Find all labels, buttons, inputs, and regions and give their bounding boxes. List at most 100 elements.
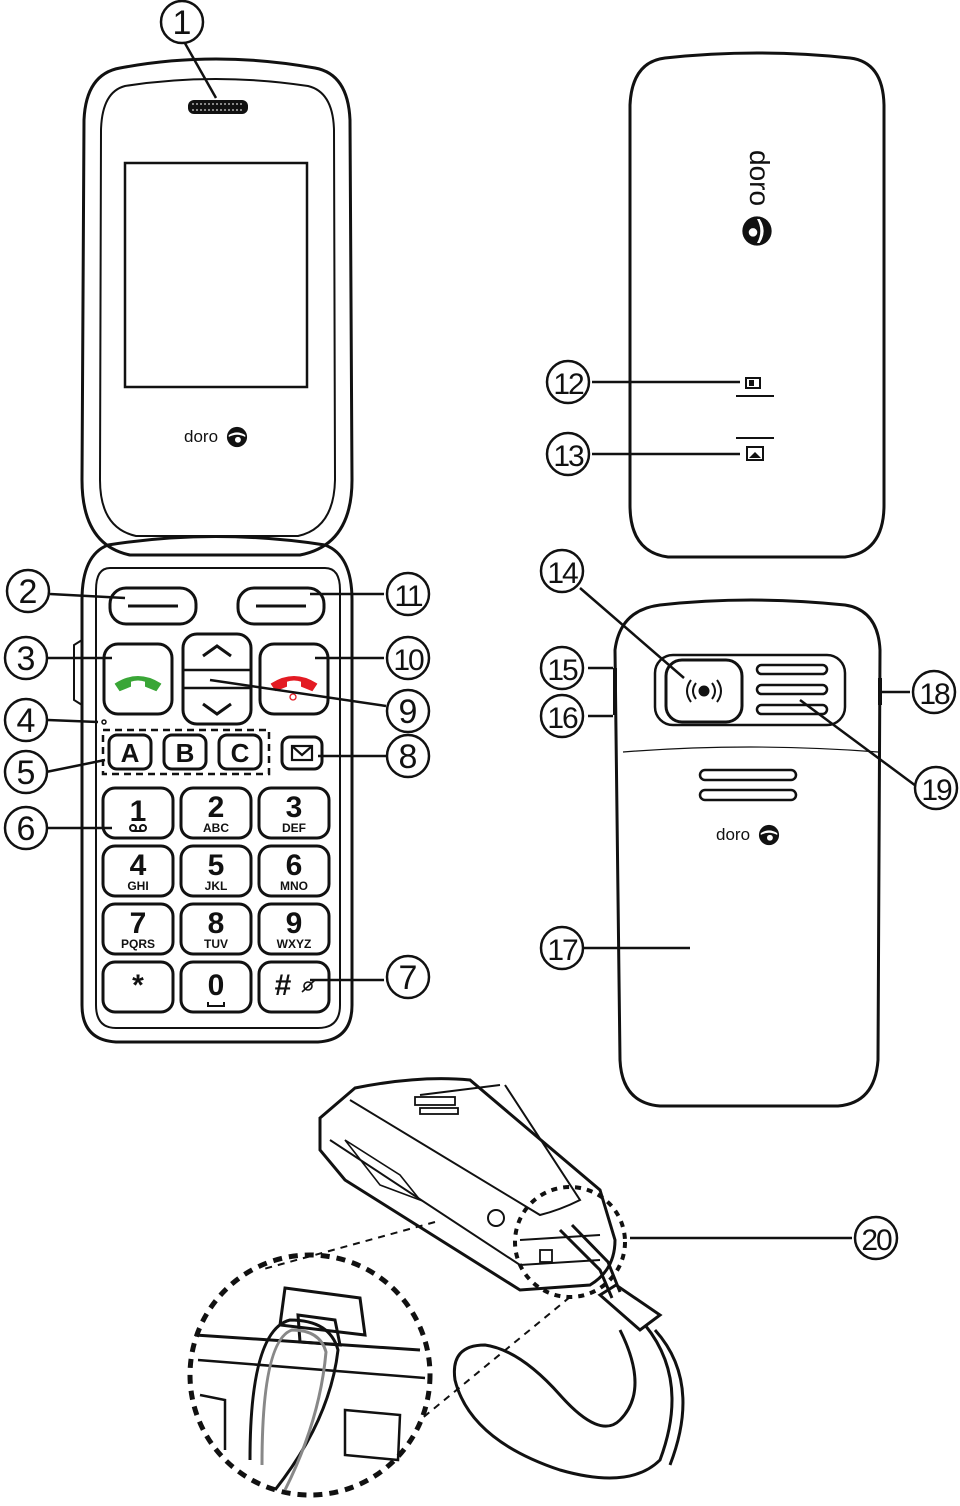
keypad-key-star[interactable]: *: [101, 960, 175, 1014]
closed-phone-front: doro: [628, 51, 886, 559]
callout-15: 15: [539, 645, 585, 691]
phone-base: [80, 535, 354, 1044]
chevron-up-icon[interactable]: [202, 644, 232, 658]
callout-5: 5: [3, 749, 49, 795]
callout-6: 6: [3, 805, 49, 851]
green-handset-icon: [114, 676, 162, 692]
red-handset-icon: [270, 676, 318, 692]
callout-18: 18: [911, 669, 957, 715]
callout-14: 14: [539, 548, 585, 594]
callout-number: 18: [919, 678, 950, 711]
chevron-down-icon[interactable]: [202, 702, 232, 716]
callout-16: 16: [539, 693, 585, 739]
callout-number: 12: [553, 368, 584, 401]
battery-cover: [622, 746, 879, 753]
key-digit: 6: [286, 849, 303, 882]
image-small-icon: [746, 446, 764, 461]
callout-number: 1: [173, 4, 192, 42]
key-letters: GHI: [127, 879, 148, 893]
voicemail-icon: [129, 824, 147, 832]
key-digit: 3: [286, 791, 303, 824]
left-soft-key[interactable]: [108, 586, 198, 626]
key-letters: JKL: [205, 879, 228, 893]
envelope-small-icon: [745, 377, 761, 389]
callout-number: 14: [547, 557, 578, 590]
callout-1: 1: [159, 0, 205, 45]
right-soft-key[interactable]: [236, 586, 326, 626]
callout-number: 19: [921, 774, 952, 807]
callout-number: 9: [399, 693, 418, 731]
callout-12: 12: [545, 359, 591, 405]
phone-lid-inner: [98, 78, 337, 537]
memory-key-b[interactable]: B: [162, 733, 208, 771]
key-digit: 5: [208, 849, 225, 882]
rotated-logo: doro: [742, 150, 775, 246]
callout-number: 5: [17, 754, 36, 792]
callout-10: 10: [385, 635, 431, 681]
assistance-button[interactable]: [664, 658, 744, 724]
keypad-key-hash[interactable]: #: [257, 960, 331, 1014]
envelope-icon: [290, 744, 314, 762]
lanyard-illustration: [187, 1077, 685, 1498]
callout-20: 20: [853, 1215, 899, 1261]
open-phone: [73, 57, 354, 1044]
memory-key-c[interactable]: C: [217, 733, 263, 771]
silent-mode-icon: [301, 979, 316, 993]
callout-number: 16: [547, 702, 578, 735]
callout-number: 2: [19, 573, 38, 611]
space-icon: [207, 1002, 225, 1007]
memory-keys-group: [101, 728, 271, 776]
keypad-key-1[interactable]: 1: [101, 786, 175, 840]
brand-label-back: doro: [716, 825, 750, 844]
microphone: [101, 719, 107, 725]
callout-13: 13: [545, 431, 591, 477]
key-letters: TUV: [204, 937, 228, 951]
callout-4: 4: [3, 697, 49, 743]
brand-label-rotated: doro: [744, 150, 775, 206]
key-digit: 2: [208, 791, 225, 824]
keypad-key-0[interactable]: 0: [179, 960, 253, 1014]
key-digit: 4: [130, 849, 147, 882]
callout-number: 6: [17, 810, 36, 848]
memory-key-label: C: [231, 738, 250, 768]
navigation-key[interactable]: [181, 632, 253, 726]
key-digit: 1: [130, 795, 147, 828]
callout-11: 11: [385, 571, 431, 617]
doro-logo-icon: [742, 216, 772, 246]
callout-19: 19: [913, 765, 959, 811]
power-icon: [289, 693, 297, 701]
back-logo: doro: [716, 824, 780, 846]
callout-3: 3: [3, 635, 49, 681]
memory-key-label: B: [176, 738, 195, 768]
emergency-broadcast-icon: [698, 685, 710, 697]
key-letters: DEF: [282, 821, 306, 835]
phone-display: [123, 161, 309, 389]
end-call-button[interactable]: [258, 642, 330, 716]
message-button[interactable]: [280, 735, 324, 771]
phone-lid: [80, 57, 354, 557]
call-button[interactable]: [102, 642, 174, 716]
back-speaker-grille: [755, 663, 829, 716]
key-digit: #: [275, 969, 292, 1002]
callout-number: 20: [861, 1224, 892, 1257]
callout-lines: [45, 37, 917, 1240]
key-digit: 8: [208, 907, 225, 940]
brand-label: doro: [184, 427, 218, 446]
callout-number: 15: [547, 654, 578, 687]
phone-back: [613, 598, 882, 1108]
memory-key-a[interactable]: A: [107, 733, 153, 771]
key-digit: 7: [130, 907, 147, 940]
